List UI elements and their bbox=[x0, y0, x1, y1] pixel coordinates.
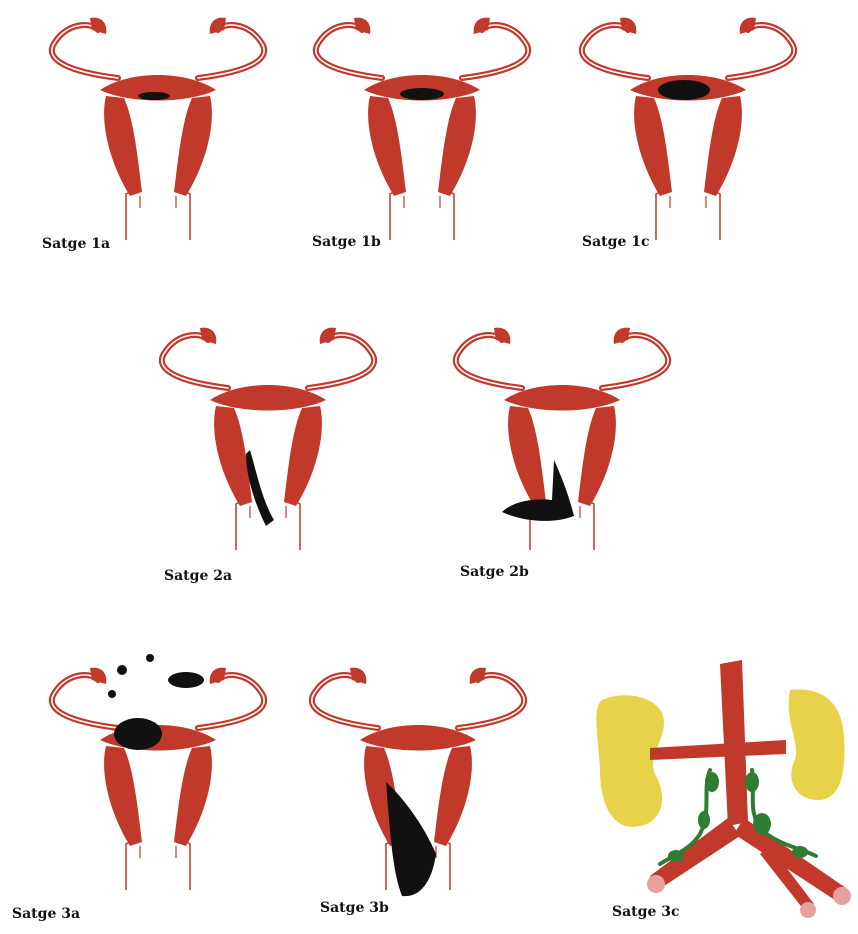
tumor-3a-spot bbox=[117, 665, 127, 675]
label-stage-3b: Satge 3b bbox=[320, 900, 389, 916]
lymph-node bbox=[705, 772, 719, 792]
tumor-1b bbox=[400, 88, 444, 100]
panel-3a bbox=[52, 654, 264, 890]
tumor-1c bbox=[658, 80, 710, 100]
label-stage-1b: Satge 1b bbox=[312, 234, 381, 250]
label-stage-3c: Satge 3c bbox=[612, 904, 679, 920]
kidney-right bbox=[789, 689, 845, 800]
panel-1a bbox=[52, 18, 264, 240]
tumor-3a-spot bbox=[108, 690, 116, 698]
renal-vessel bbox=[650, 740, 786, 760]
tumor-3a-spot bbox=[146, 654, 154, 662]
vessel-end bbox=[800, 902, 816, 918]
lymph-node bbox=[753, 813, 771, 835]
vessel-end bbox=[833, 887, 851, 905]
lymph-node bbox=[745, 772, 759, 792]
label-stage-1a: Satge 1a bbox=[42, 236, 110, 252]
tumor-3a-adnexa-right bbox=[168, 672, 204, 688]
label-stage-2b: Satge 2b bbox=[460, 564, 529, 580]
panel-1b bbox=[316, 18, 528, 240]
lymph-node bbox=[792, 846, 808, 858]
tumor-1a bbox=[138, 92, 170, 100]
label-stage-3a: Satge 3a bbox=[12, 906, 80, 922]
lymph-node bbox=[668, 850, 684, 862]
lymph-node bbox=[698, 811, 710, 829]
panel-2b bbox=[456, 328, 668, 550]
panel-2a bbox=[162, 328, 374, 550]
label-stage-1c: Satge 1c bbox=[582, 234, 649, 250]
tumor-3b bbox=[386, 782, 436, 896]
panel-1c bbox=[582, 18, 794, 240]
kidney-left bbox=[596, 695, 664, 827]
panel-3b bbox=[312, 668, 524, 897]
vessel-end bbox=[647, 875, 665, 893]
tumor-3a-body bbox=[114, 718, 162, 750]
panel-3c bbox=[596, 660, 851, 918]
label-stage-2a: Satge 2a bbox=[164, 568, 232, 584]
